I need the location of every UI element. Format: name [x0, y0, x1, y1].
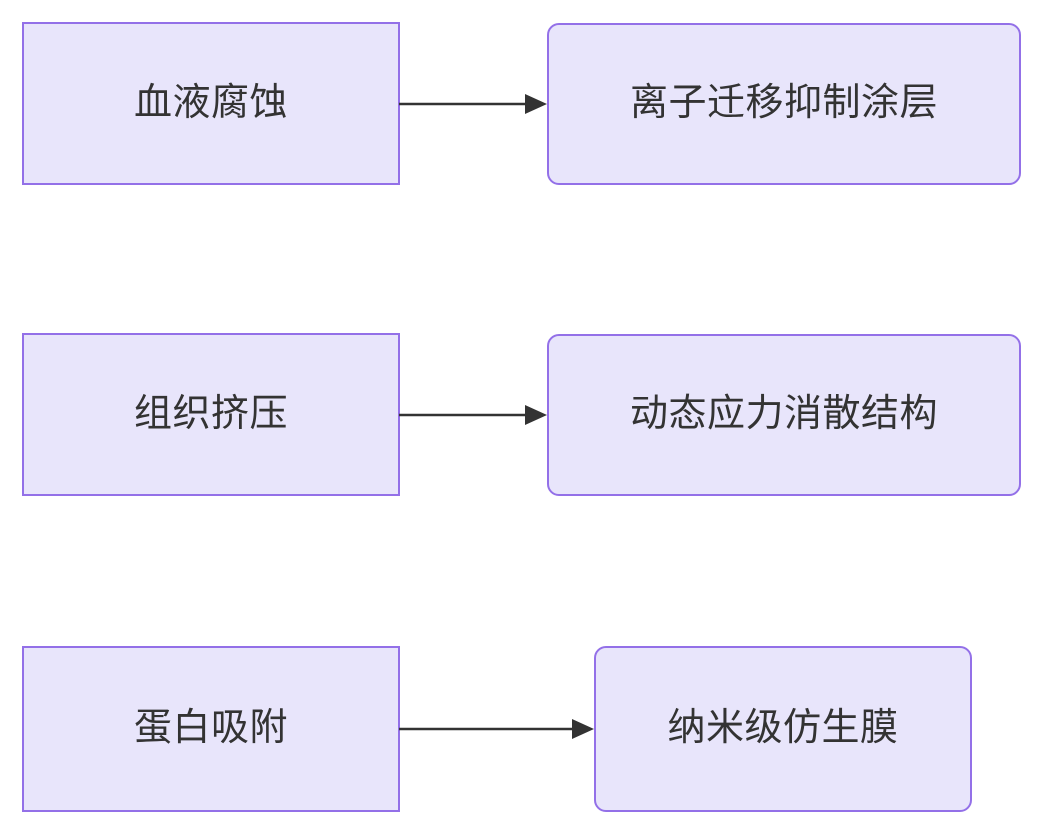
- flow-node-source[interactable]: 蛋白吸附: [22, 646, 400, 812]
- flow-node-label: 离子迁移抑制涂层: [629, 82, 938, 125]
- flow-node-target[interactable]: 离子迁移抑制涂层: [547, 23, 1021, 185]
- flow-node-source[interactable]: 组织挤压: [22, 333, 400, 496]
- flow-edge-arrowhead-icon: [525, 405, 547, 425]
- flow-edge-arrowhead-icon: [525, 94, 547, 114]
- flow-node-target[interactable]: 动态应力消散结构: [547, 334, 1021, 496]
- flow-edge-arrowhead-icon: [572, 719, 594, 739]
- flow-node-label: 纳米级仿生膜: [667, 707, 899, 750]
- flow-node-label: 血液腐蚀: [133, 81, 288, 124]
- flow-node-label: 组织挤压: [133, 392, 288, 435]
- flow-node-label: 蛋白吸附: [133, 707, 288, 750]
- flow-edge-arrow: [399, 92, 547, 116]
- flow-node-target[interactable]: 纳米级仿生膜: [594, 646, 972, 812]
- flow-node-label: 动态应力消散结构: [629, 393, 938, 436]
- flow-node-source[interactable]: 血液腐蚀: [22, 22, 400, 185]
- flow-edge-arrow: [399, 717, 594, 741]
- flow-edge-arrow: [399, 403, 547, 427]
